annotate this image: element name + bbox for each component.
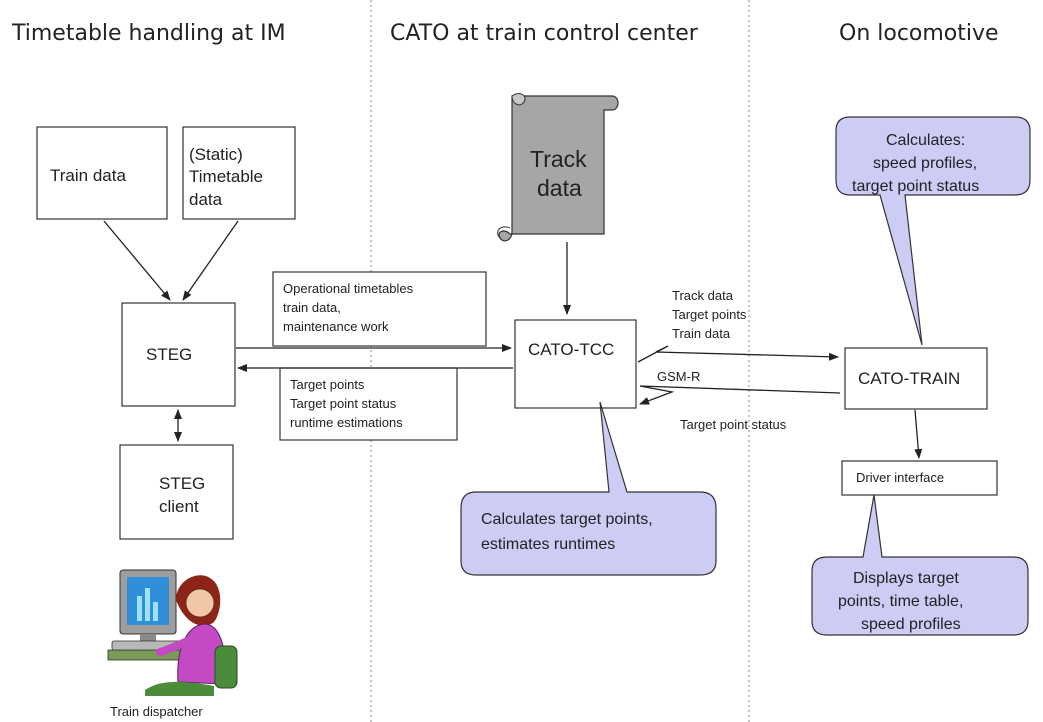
track-data-scroll: Track data	[497, 93, 619, 242]
arrow-cato-tcc-to-cato-train	[637, 345, 839, 363]
calc-callout-line-2: speed profiles,	[873, 155, 977, 172]
gsm-r-label: GSM-R	[657, 369, 700, 384]
train-dispatcher-caption: Train dispatcher	[110, 704, 203, 719]
driver-interface-callout: Displays target points, time table, spee…	[811, 494, 1029, 636]
disp-callout-line-1: Displays target	[853, 570, 959, 587]
radio-msg-line-1: Track data	[672, 288, 734, 303]
operational-timetables-message: Operational timetables train data, maint…	[272, 271, 487, 347]
tcc-callout: Calculates target points, estimates runt…	[460, 401, 717, 576]
timetable-label-1: (Static)	[189, 145, 243, 164]
steg-client-label-1: STEG	[159, 474, 205, 493]
disp-callout-line-2: points, time table,	[838, 593, 963, 610]
radio-msg-line-2: Target points	[672, 307, 747, 322]
timetable-label-3: data	[189, 190, 223, 209]
train-data-box: Train data	[36, 126, 168, 220]
op-msg-line-1: Operational timetables	[283, 281, 414, 296]
train-data-label: Train data	[50, 166, 126, 185]
cato-train-box: CATO-TRAIN	[844, 347, 988, 410]
op-msg-line-2: train data,	[283, 300, 341, 315]
cato-train-calc-callout: Calculates: speed profiles, target point…	[835, 116, 1031, 346]
calc-callout-line-3: target point status	[852, 178, 979, 195]
driver-interface-box: Driver interface	[841, 460, 998, 496]
track-data-label-2: data	[537, 175, 582, 201]
ret-msg-line-1: Target points	[290, 377, 365, 392]
header-on-locomotive: On locomotive	[839, 21, 999, 46]
op-msg-line-3: maintenance work	[283, 319, 389, 334]
steg-client-box: STEG client	[119, 444, 234, 540]
chair-icon	[214, 645, 238, 689]
timetable-label-2: Timetable	[189, 167, 263, 186]
arrow-train-data-to-steg	[103, 220, 171, 301]
arrow-cato-train-to-driver-interface	[914, 409, 923, 459]
tcc-callout-line-2: estimates runtimes	[481, 536, 615, 553]
steg-client-label-2: client	[159, 497, 199, 516]
ret-msg-line-2: Target point status	[290, 396, 397, 411]
header-timetable-handling: Timetable handling at IM	[11, 21, 286, 46]
steg-label: STEG	[146, 345, 192, 364]
ret-msg-line-3: runtime estimations	[290, 415, 403, 430]
cato-tcc-box: CATO-TCC	[514, 319, 637, 409]
target-points-return-message: Target points Target point status runtim…	[279, 367, 458, 441]
disp-callout-line-3: speed profiles	[861, 616, 961, 633]
header-cato-tcc: CATO at train control center	[390, 21, 699, 46]
driver-interface-label: Driver interface	[856, 470, 944, 485]
desk-icon	[107, 649, 187, 661]
cato-train-label: CATO-TRAIN	[858, 369, 960, 388]
train-dispatcher-illustration	[107, 569, 238, 696]
tcc-callout-line-1: Calculates target points,	[481, 511, 653, 528]
steg-box: STEG	[121, 302, 236, 407]
timetable-data-box: (Static) Timetable data	[182, 126, 296, 220]
radio-msg-line-3: Train data	[672, 326, 731, 341]
target-point-status-label: Target point status	[680, 417, 787, 432]
track-data-label-1: Track	[530, 146, 587, 172]
cato-tcc-label: CATO-TCC	[528, 340, 614, 359]
calc-callout-line-1: Calculates:	[886, 132, 965, 149]
arrow-cato-train-to-cato-tcc	[639, 385, 841, 405]
person-head	[185, 588, 215, 618]
arrow-timetable-to-steg	[182, 220, 239, 301]
